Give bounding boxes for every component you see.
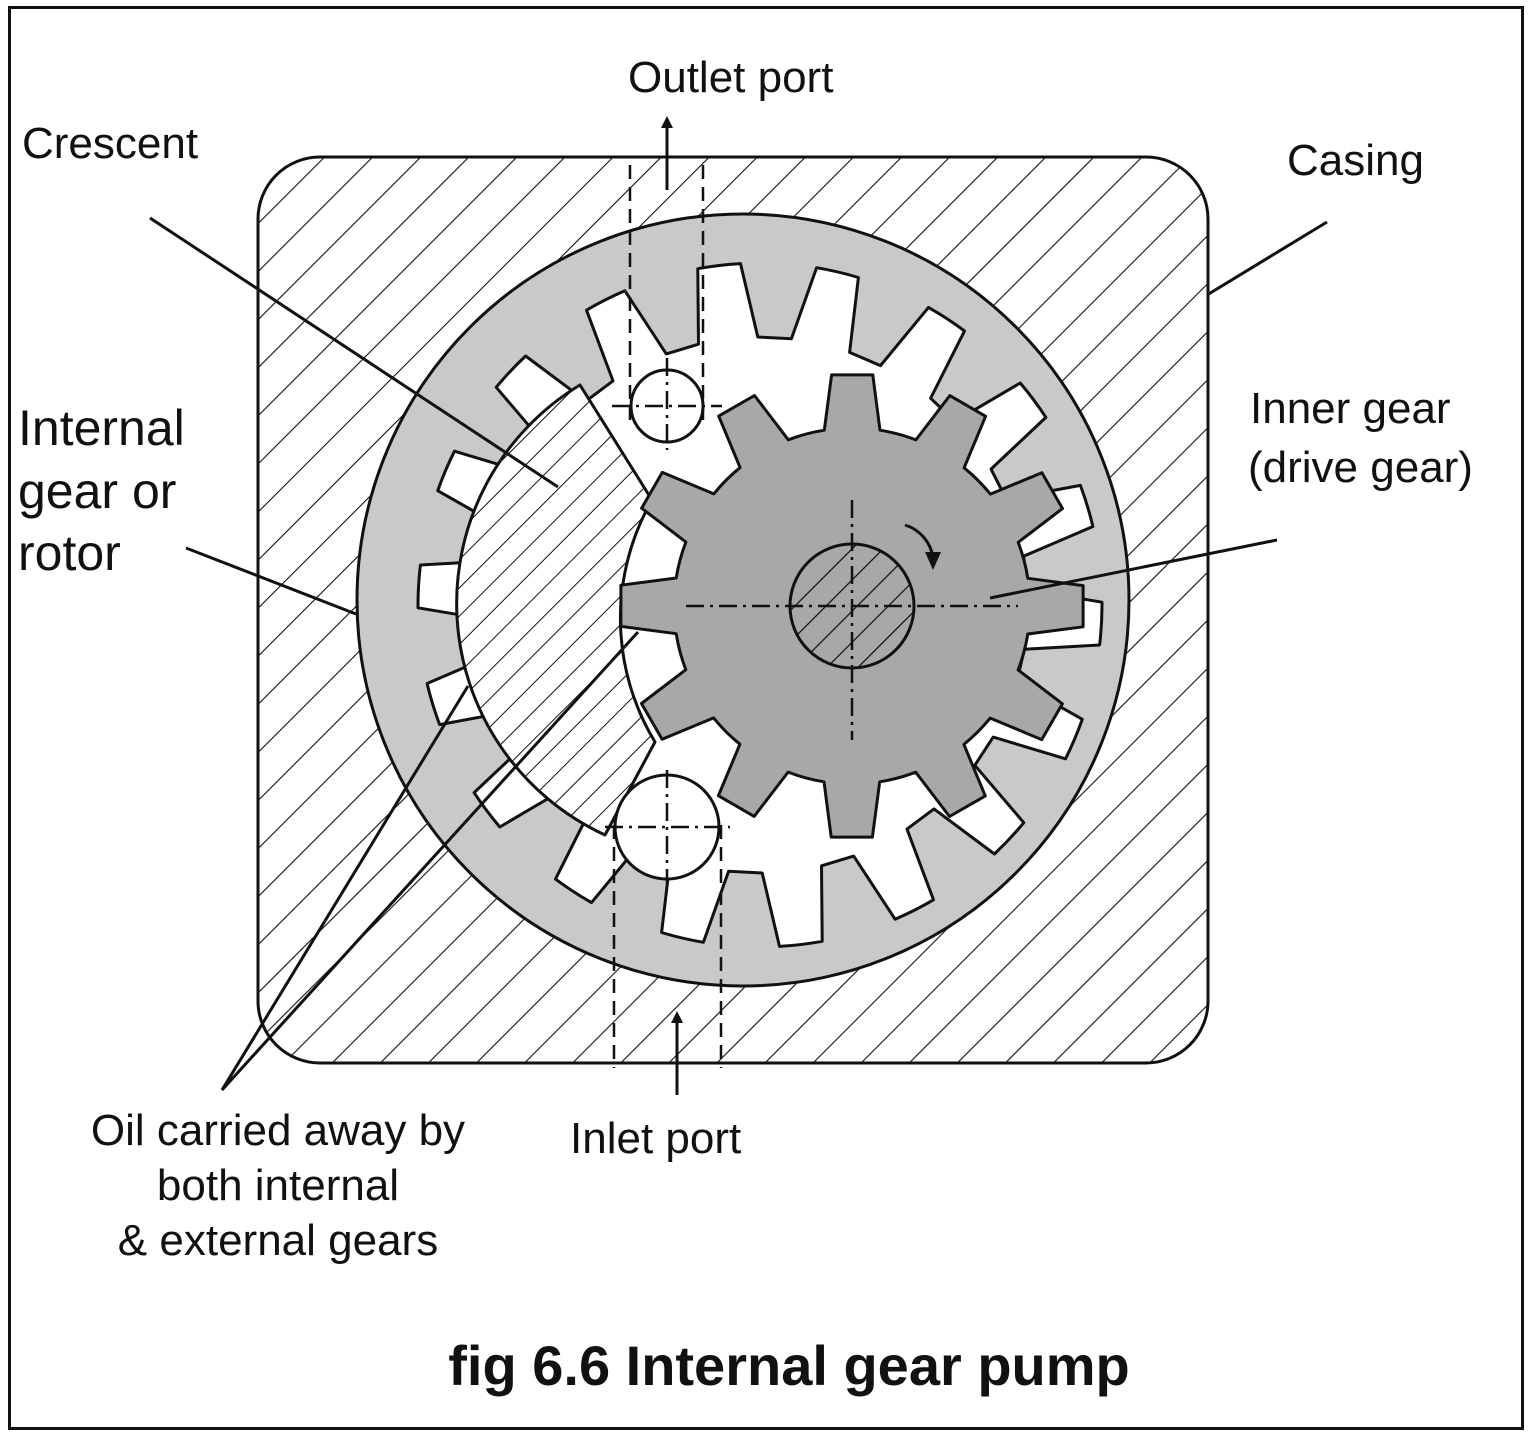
leader-casing bbox=[1206, 220, 1328, 297]
leader-oil-1 bbox=[220, 685, 470, 1091]
leader-inner-gear bbox=[989, 538, 1278, 600]
leader-internal-gear bbox=[185, 546, 357, 616]
label-oil-carried-line2: both internal bbox=[157, 1161, 399, 1210]
label-outlet-port: Outlet port bbox=[628, 53, 833, 102]
label-inlet-port: Inlet port bbox=[570, 1114, 741, 1163]
label-oil-carried-line1: Oil carried away by bbox=[91, 1106, 465, 1155]
label-inner-gear-line2: (drive gear) bbox=[1248, 443, 1473, 492]
label-internal-gear-line2: gear or bbox=[18, 463, 176, 519]
label-crescent: Crescent bbox=[22, 119, 198, 168]
figure-caption: fig 6.6 Internal gear pump bbox=[448, 1334, 1129, 1397]
label-oil-carried-line3: & external gears bbox=[118, 1216, 438, 1265]
leader-oil-2 bbox=[220, 630, 640, 1092]
clockwise-arrow-icon bbox=[904, 523, 941, 570]
figure-frame bbox=[8, 6, 1524, 1430]
label-casing: Casing bbox=[1287, 136, 1424, 185]
label-internal-gear-line1: Internal bbox=[18, 400, 185, 456]
label-inner-gear-line1: Inner gear bbox=[1250, 384, 1451, 433]
label-internal-gear-line3: rotor bbox=[18, 525, 121, 581]
leader-crescent bbox=[149, 216, 559, 489]
